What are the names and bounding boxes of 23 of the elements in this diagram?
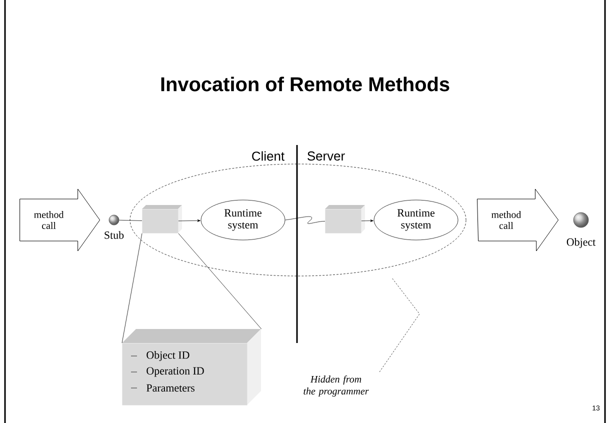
wavy-line [285,216,326,224]
zoom-line [122,233,142,344]
arrow [361,220,374,222]
message-block [325,205,365,234]
title: Invocation of Remote Methods [161,76,450,92]
edge-label: method call [491,211,522,229]
edge-label: method call [34,211,64,229]
note-text: Hidden from the programmer [304,375,369,397]
node-label: Stub [104,231,124,239]
arrow [178,219,200,222]
node-label: Object [566,238,596,248]
message-box: Object ID Operation ID Parameters [122,329,261,406]
block-arrow [476,188,559,252]
side-label: Client [252,151,284,161]
sphere: Stub [104,214,124,239]
side-label: Server [308,151,345,161]
connector-line [119,220,142,221]
leader-line [379,278,420,372]
message-block [142,205,182,234]
sphere: Object [566,212,596,248]
zoom-line [178,233,262,330]
block-arrow [20,188,100,252]
dashed-ellipse [130,164,466,276]
